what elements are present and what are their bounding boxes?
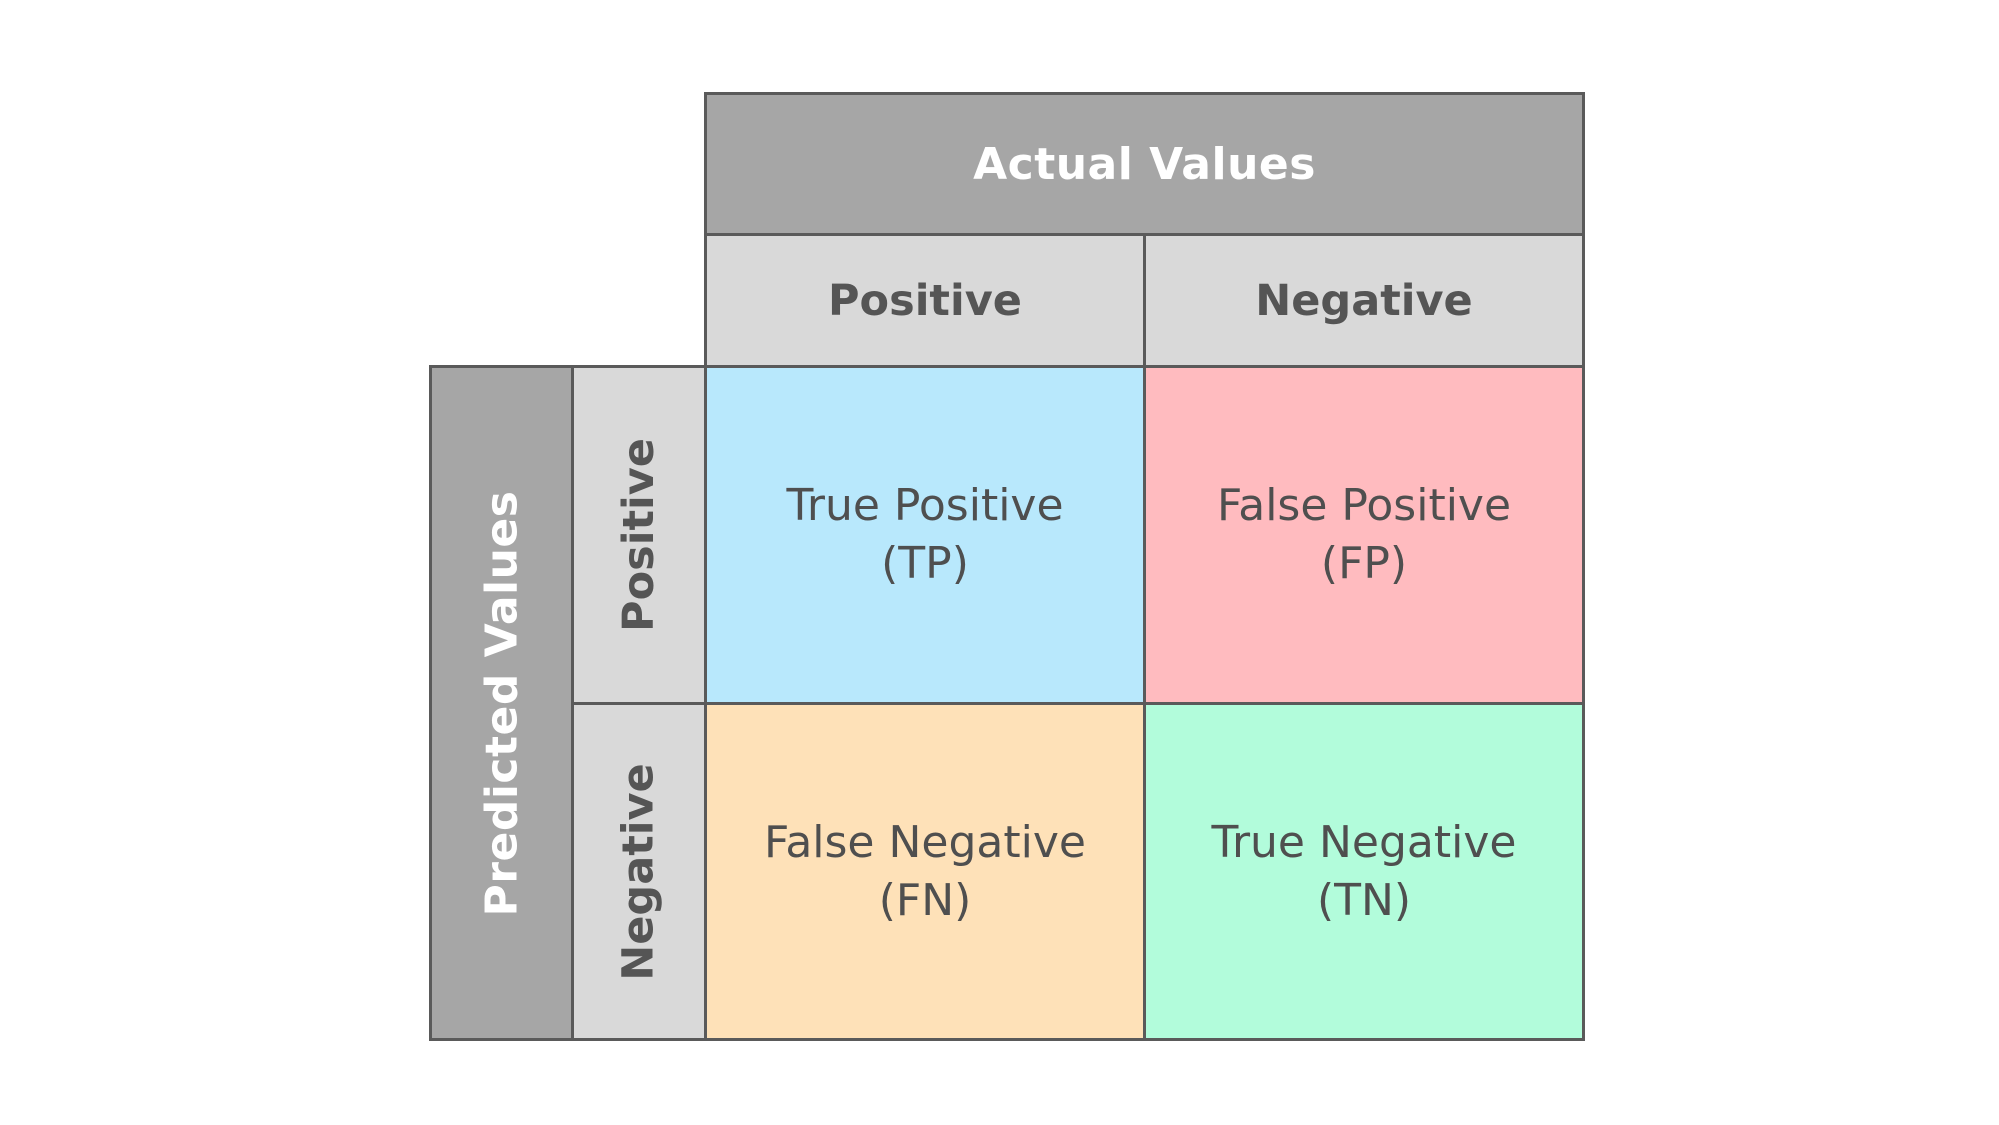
predicted-positive-label: Positive [614,438,665,632]
true-positive-cell: True Positive (TP) [704,365,1146,705]
actual-positive-header: Positive [704,233,1146,368]
predicted-negative-label: Negative [614,762,664,981]
true-negative-cell: True Negative (TN) [1143,702,1585,1041]
true-negative-abbr: (TN) [1316,874,1412,926]
predicted-values-header: Predicted Values [429,365,574,1041]
false-negative-abbr: (FN) [878,874,972,926]
false-negative-cell: False Negative (FN) [704,702,1146,1041]
true-positive-abbr: (TP) [881,538,969,589]
false-positive-abbr: (FP) [1320,538,1408,589]
true-negative-label: True Negative [1211,816,1517,868]
actual-negative-label: Negative [1255,275,1473,326]
false-positive-label: False Positive [1216,480,1512,531]
actual-values-header: Actual Values [704,92,1585,236]
predicted-values-title: Predicted Values [476,490,528,916]
predicted-positive-header: Positive [571,365,707,705]
true-positive-label: True Positive [786,480,1064,531]
false-negative-label: False Negative [764,816,1086,868]
false-positive-cell: False Positive (FP) [1143,365,1585,705]
actual-positive-label: Positive [828,275,1022,326]
actual-values-title: Actual Values [973,138,1316,190]
actual-negative-header: Negative [1143,233,1585,368]
predicted-negative-header: Negative [571,702,707,1041]
